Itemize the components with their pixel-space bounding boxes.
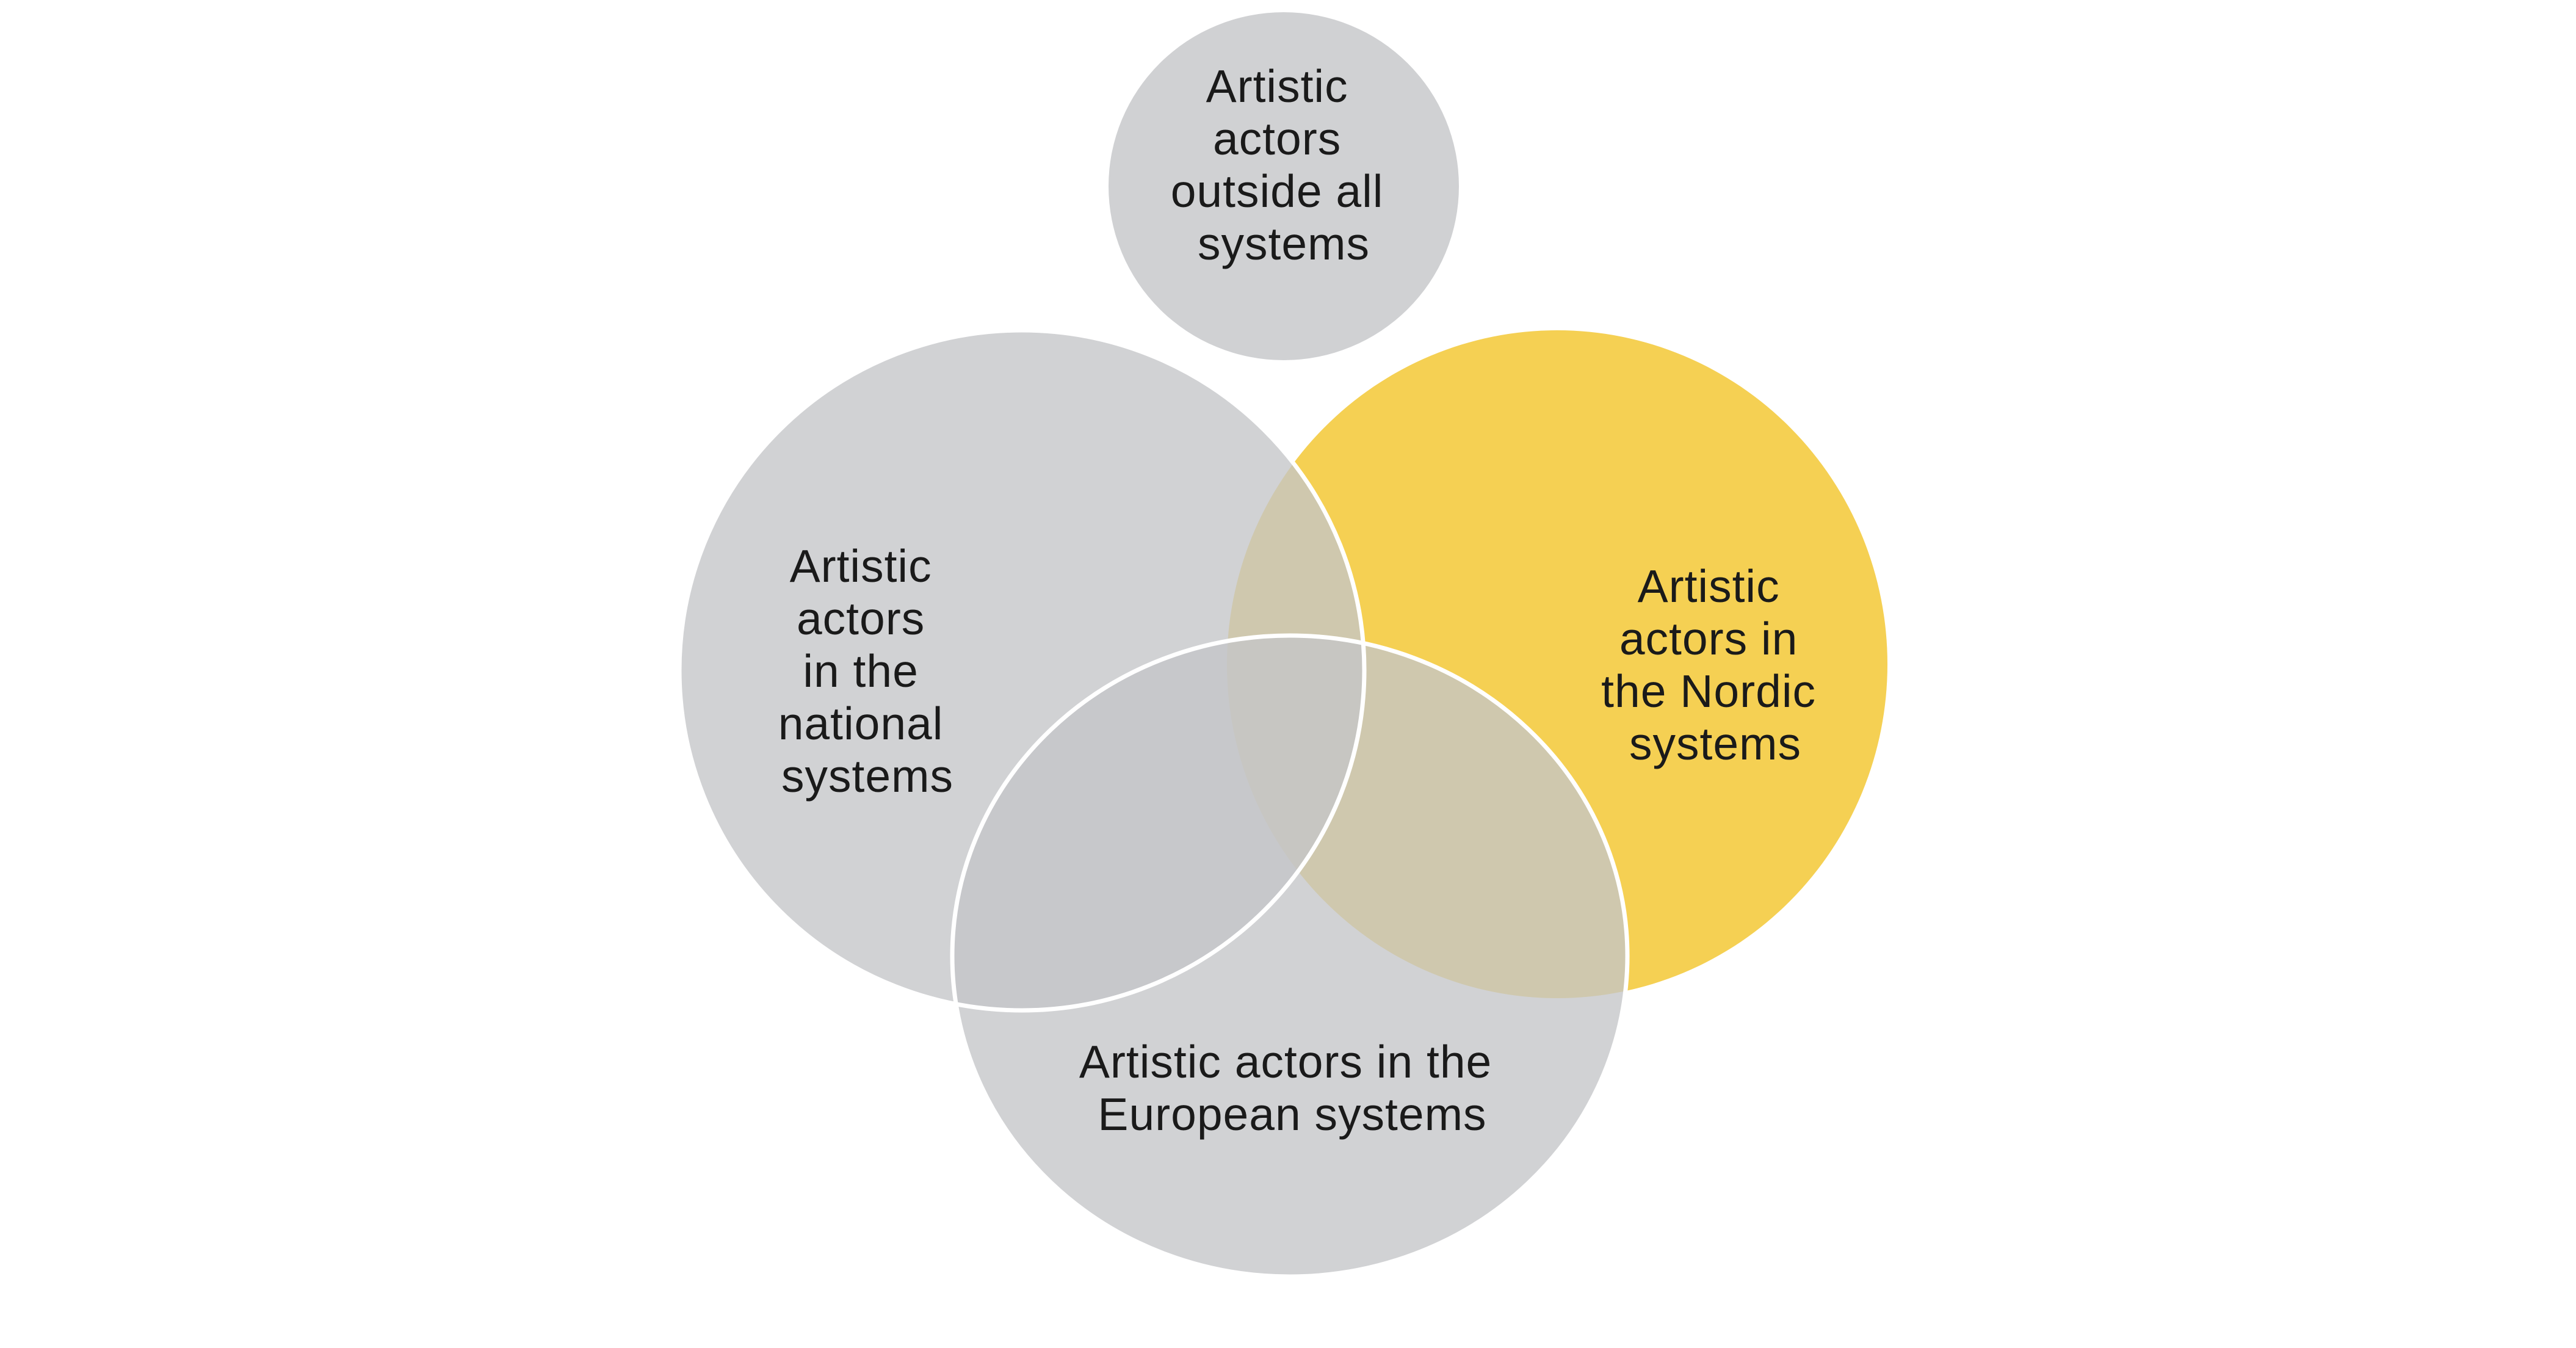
national-systems-outline (677, 328, 1367, 1013)
label-line: European systems (1098, 1089, 1486, 1140)
label-line: the Nordic (1601, 665, 1816, 717)
label-line: national (778, 698, 944, 749)
label-line: systems (1198, 218, 1370, 269)
label-line: outside all (1171, 165, 1384, 217)
label-line: systems (781, 750, 953, 802)
label-line: Artistic (1206, 60, 1348, 112)
european-systems-label: Artistic actors in the European systems (1079, 1036, 1505, 1140)
european-systems-ellipse (952, 636, 1627, 1277)
national-systems-label: Artistic actors in the national systems (778, 540, 957, 802)
label-line: Artistic (1638, 560, 1780, 612)
label-line: actors (797, 593, 925, 644)
label-line: in the (803, 645, 918, 697)
label-line: systems (1629, 718, 1801, 769)
outside-all-systems-circle (1109, 12, 1459, 360)
european-systems-outline (950, 633, 1630, 1279)
nordic-systems-label: Artistic actors in the Nordic systems (1601, 560, 1829, 769)
label-line: Artistic actors in the (1079, 1036, 1492, 1087)
outside-all-systems-label: Artistic actors outside all systems (1171, 60, 1397, 269)
label-line: actors in (1619, 613, 1798, 664)
label-line: Artistic (790, 540, 932, 592)
label-line: actors (1213, 113, 1341, 164)
